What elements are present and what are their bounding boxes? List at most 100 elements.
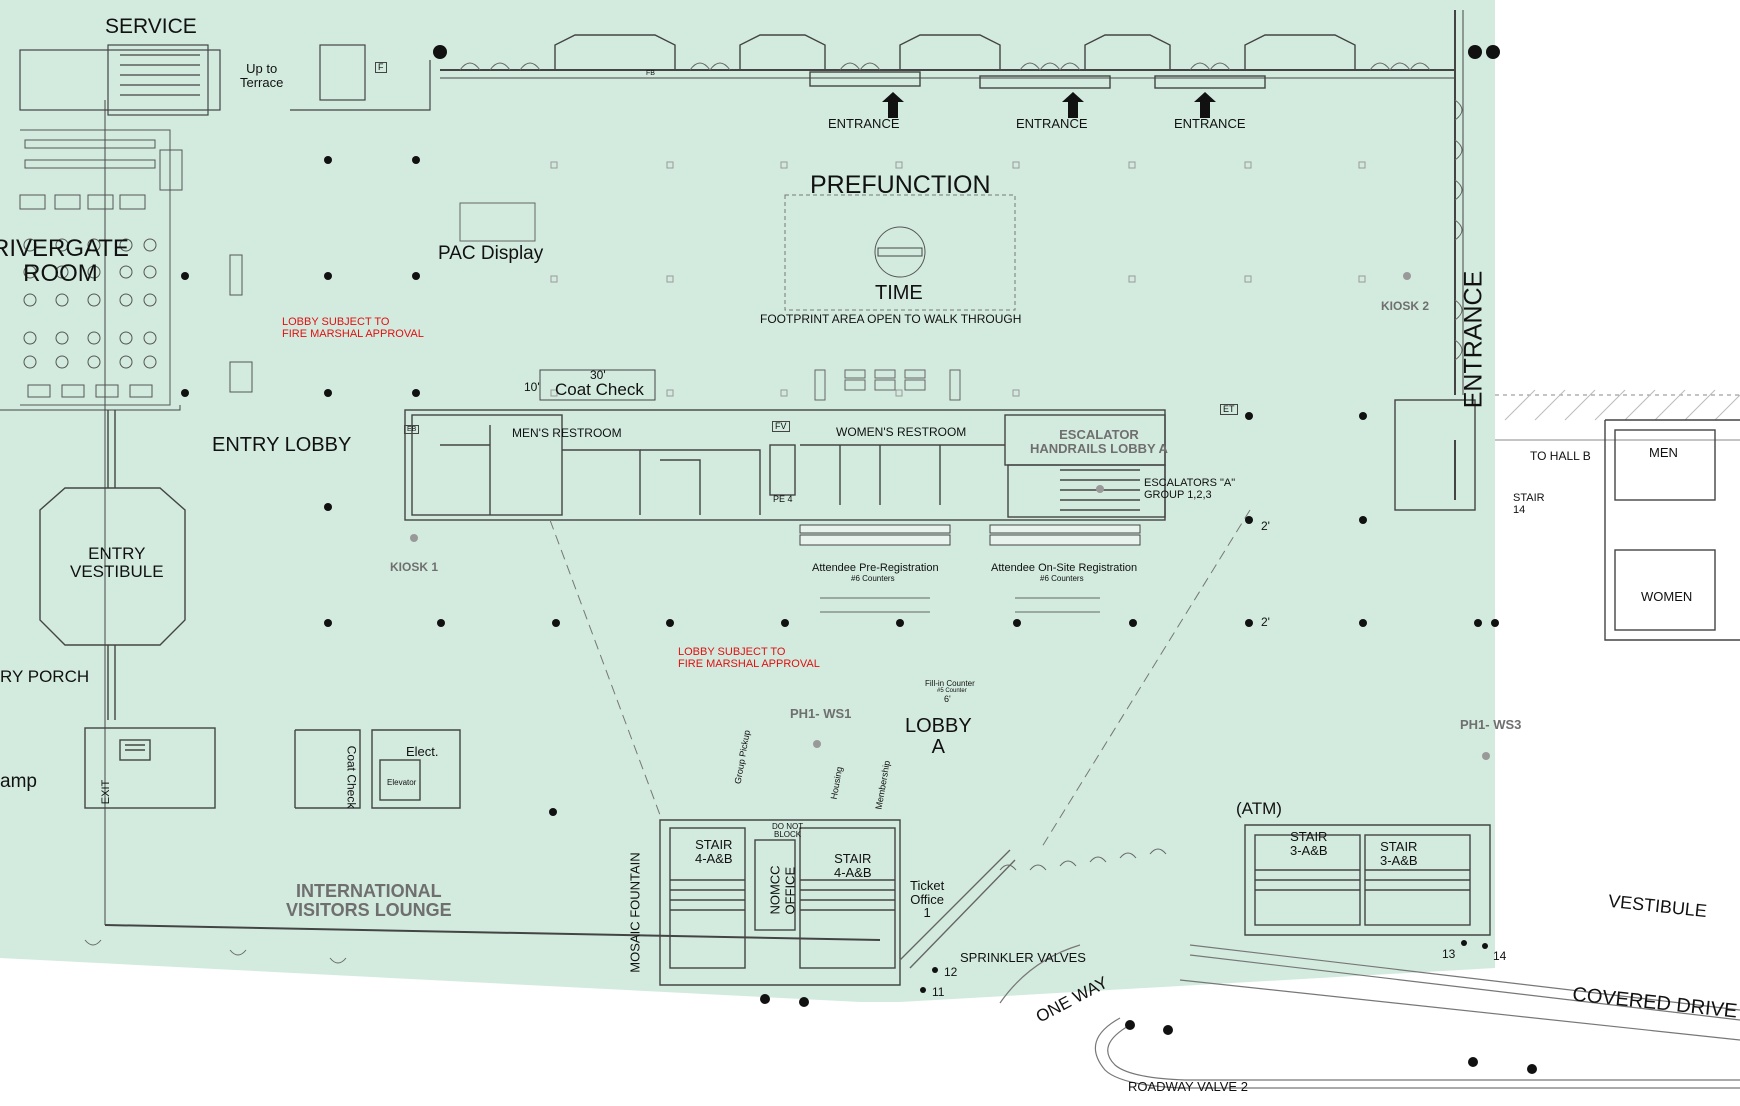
kiosk-markers: [410, 272, 1490, 760]
stair-3ab-right-label: STAIR 3-A&B: [1380, 839, 1418, 868]
time-display-unit: [877, 247, 923, 257]
valve-12-label: 12: [944, 965, 958, 979]
restroom-fixtures: [814, 369, 961, 401]
restroom-block-east: [1394, 399, 1740, 641]
stair-14-label: STAIR 14: [1513, 492, 1545, 516]
tag-eb: EB: [404, 425, 420, 435]
stair-4-block: [659, 819, 1016, 986]
entrance-arrow-icon: [882, 92, 904, 118]
escalators-a-label: ESCALATORS "A" GROUP 1,2,3: [1144, 477, 1236, 501]
coat-check-label: Coat Check: [555, 380, 644, 399]
prefunction-label: PREFUNCTION: [810, 171, 991, 199]
lobby-note-bottom: LOBBY SUBJECT TO FIRE MARSHAL APPROVAL: [678, 646, 820, 670]
coat-check-counter: [539, 369, 656, 401]
valve-11-label: 11: [932, 985, 945, 999]
lobby-a-label: LOBBY A: [905, 715, 972, 758]
entrance-1-label: ENTRANCE: [828, 116, 900, 131]
up-to-terrace-label: Up to Terrace: [240, 61, 284, 90]
pac-display-area: [459, 202, 536, 242]
entrance-east-label: ENTRANCE: [1459, 270, 1488, 409]
queue-stanchions: [820, 597, 1100, 613]
fillin-dimension-label: 6': [944, 694, 951, 704]
fillin-counter-label: Fill-in Counter: [925, 679, 975, 688]
entry-vestibule: [39, 410, 186, 720]
ph1-ws3-label: PH1- WS3: [1460, 717, 1522, 732]
time-display-circle: [874, 226, 926, 278]
pac-display-label: PAC Display: [438, 243, 544, 264]
building-walls: [0, 10, 1464, 941]
service-label: SERVICE: [105, 15, 197, 38]
stair-3ab-left-label: STAIR 3-A&B: [1290, 829, 1328, 858]
women-label: WOMEN: [1641, 589, 1693, 604]
dimension-2-top-label: 2': [1261, 519, 1270, 533]
columns: [181, 45, 1537, 1074]
tag-et: ET: [1220, 404, 1238, 416]
covered-drive: [999, 944, 1740, 1089]
elevator-label: Elevator: [387, 778, 417, 787]
sprinkler-valves-label: SPRINKLER VALVES: [960, 950, 1086, 965]
stair-4ab-right-label: STAIR 4-A&B: [834, 851, 872, 880]
time-label: TIME: [875, 282, 923, 304]
ph1-ws1-label: PH1- WS1: [790, 706, 852, 721]
door-arcs-top: [84, 62, 1463, 964]
plaza-hatch: [1504, 389, 1740, 421]
tag-fb: FB: [646, 70, 655, 77]
entry-vestibule-label: ENTRY VESTIBULE: [70, 544, 164, 581]
ramp-label: amp: [0, 771, 37, 792]
coat-check-small-label: Coat Check: [344, 745, 359, 809]
entrance-arrow-icon: [1194, 92, 1216, 118]
entrance-arrow-icon: [1062, 92, 1084, 118]
pe4-label: PE 4: [773, 494, 793, 504]
mens-restroom-label: MEN'S RESTROOM: [512, 426, 622, 440]
ticket-office-label: Ticket Office 1: [910, 878, 945, 921]
womens-restroom-label: WOMEN'S RESTROOM: [836, 425, 967, 439]
coat-check-10-label: 10': [524, 380, 540, 394]
nomcc-office-label: NOMCC OFFICE: [767, 865, 798, 915]
onsite-registration-label: Attendee On-Site Registration: [991, 562, 1138, 574]
prefunction-footprint: [784, 194, 1016, 311]
grid-markers: [550, 161, 1366, 397]
fillin-counter-sub-label: #5 Counter: [937, 688, 967, 694]
left-lower-rooms: [84, 727, 461, 809]
restroom-block: [404, 409, 1166, 521]
do-not-block-label: DO NOT BLOCK: [772, 822, 804, 840]
registration-counters: [799, 524, 1141, 546]
entry-porch-label: RY PORCH: [0, 667, 90, 686]
storefront-bays: [554, 34, 1356, 89]
kiosk-1-label: KIOSK 1: [390, 560, 439, 574]
entrance-arrows: [882, 92, 1216, 118]
coat-check-30-label: 30': [590, 368, 606, 382]
sightlines: [549, 509, 1251, 851]
entry-lobby-label: ENTRY LOBBY: [212, 434, 352, 456]
lobby-note-top: LOBBY SUBJECT TO FIRE MARSHAL APPROVAL: [282, 316, 424, 340]
elect-label: Elect.: [406, 744, 439, 759]
valve-13-label: 13: [1442, 947, 1456, 961]
to-hall-b-label: TO HALL B: [1530, 449, 1591, 463]
dimension-2-bottom-label: 2': [1261, 615, 1270, 629]
venue-floor-area: [0, 0, 1495, 1002]
service-area: [19, 44, 431, 116]
rivergate-room-label: RIVERGATE ROOM: [0, 235, 129, 288]
valve-14-label: 14: [1493, 949, 1507, 963]
footprint-note-label: FOOTPRINT AREA OPEN TO WALK THROUGH: [760, 312, 1022, 326]
intl-visitors-lounge-label: INTERNATIONAL VISITORS LOUNGE: [286, 881, 452, 920]
east-plaza-lines: [1495, 394, 1740, 441]
kiosk-2-label: KIOSK 2: [1381, 299, 1430, 313]
onsite-registration-sub-label: #6 Counters: [1040, 574, 1084, 583]
roadway-valve-2-label: ROADWAY VALVE 2: [1128, 1079, 1248, 1094]
stair-3-block: [1244, 824, 1491, 936]
exit-label: EXIT: [100, 779, 113, 805]
tag-f: F: [375, 62, 387, 74]
atm-label: (ATM): [1236, 799, 1282, 818]
pre-registration-sub-label: #6 Counters: [851, 574, 895, 583]
entrance-3-label: ENTRANCE: [1174, 116, 1246, 131]
escalator-handrails-label: ESCALATOR HANDRAILS LOBBY A: [1030, 427, 1168, 456]
stair-4ab-left-label: STAIR 4-A&B: [695, 837, 733, 866]
mosaic-fountain-label: MOSAIC FOUNTAIN: [627, 852, 643, 973]
men-label: MEN: [1649, 445, 1678, 460]
tag-fv: FV: [772, 421, 790, 433]
rivergate-room-tables: [19, 129, 253, 406]
pre-registration-label: Attendee Pre-Registration: [812, 562, 939, 574]
entrance-2-label: ENTRANCE: [1016, 116, 1088, 131]
